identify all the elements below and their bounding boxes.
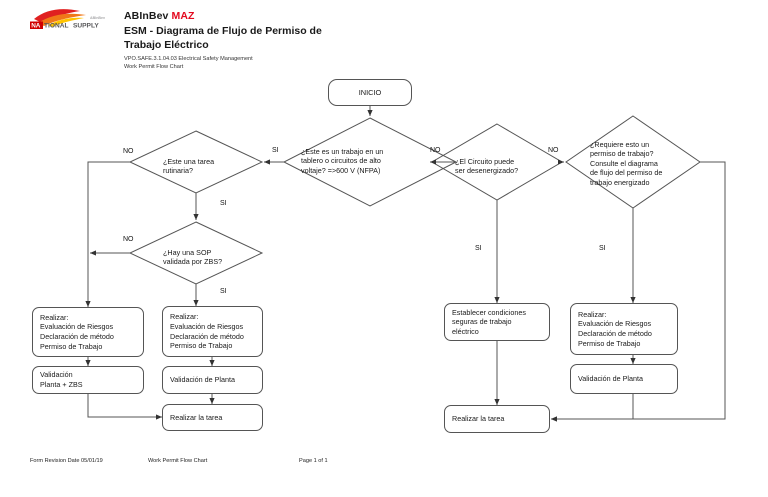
node-realizar-tarea-mid-label: Realizar la tarea: [170, 412, 223, 422]
node-inicio-label: INICIO: [358, 87, 382, 97]
company-suffix: MAZ: [171, 10, 195, 22]
edge-label-hv-no: NO: [430, 147, 441, 154]
edge-label-sop-no: NO: [123, 236, 134, 243]
svg-text:NA: NA: [31, 22, 41, 29]
node-validacion-planta-right[interactable]: Validación de Planta: [570, 364, 678, 394]
node-realizar-mid-label: Realizar: Evaluación de Riesgos Declarac…: [170, 312, 244, 351]
node-realizar-right-label: Realizar: Evaluación de Riesgos Declarac…: [578, 309, 652, 348]
diamond-permit-label: ¿Requiere esto un permiso de trabajo? Co…: [590, 140, 663, 187]
svg-text:ABInBev: ABInBev: [90, 16, 105, 20]
diamond-high-voltage: [282, 117, 458, 207]
node-realizar-tarea-mid[interactable]: Realizar la tarea: [162, 404, 263, 431]
node-validacion-planta-mid-label: Validación de Planta: [170, 375, 235, 385]
node-realizar-left[interactable]: Realizar: Evaluación de Riesgos Declarac…: [32, 307, 144, 357]
edge-label-deenergize-si: SI: [475, 245, 482, 252]
diamond-high-voltage-label: ¿Este es un trabajo en un tablero o circ…: [301, 147, 384, 175]
diamond-routine-label: ¿Este una tarea rutinaria?: [163, 157, 215, 176]
node-validacion-planta-right-label: Validación de Planta: [578, 374, 643, 384]
header-subtitle-2: Work Permit Flow Chart: [124, 64, 184, 70]
node-realizar-right[interactable]: Realizar: Evaluación de Riesgos Declarac…: [570, 303, 678, 355]
node-validacion-zbs-label: Validación Planta + ZBS: [40, 370, 83, 389]
svg-text:SUPPLY: SUPPLY: [73, 22, 99, 29]
node-condiciones-seguras[interactable]: Establecer condiciones seguras de trabaj…: [444, 303, 550, 341]
node-realizar-mid[interactable]: Realizar: Evaluación de Riesgos Declarac…: [162, 306, 263, 357]
company-label: ABInBev: [124, 10, 169, 22]
edge-label-sop-si: SI: [220, 288, 227, 295]
node-realizar-tarea-center[interactable]: Realizar la tarea: [444, 405, 550, 433]
node-realizar-tarea-center-label: Realizar la tarea: [452, 414, 505, 424]
edge-label-hv-si: SI: [272, 147, 279, 154]
edge-label-permit-si: SI: [599, 245, 606, 252]
node-condiciones-seguras-label: Establecer condiciones seguras de trabaj…: [452, 307, 526, 336]
footer-revision-date: Form Revision Date 05/01/19: [30, 458, 103, 464]
edge-label-routine-si: SI: [220, 200, 227, 207]
header-title-block: ABInBev MAZ ESM - Diagrama de Flujo de P…: [124, 10, 464, 71]
national-supply-logo: NA TIONAL SUPPLY ABInBev: [28, 6, 116, 32]
node-realizar-left-label: Realizar: Evaluación de Riesgos Declarac…: [40, 312, 114, 351]
edge-label-routine-no: NO: [123, 148, 134, 155]
node-validacion-zbs[interactable]: Validación Planta + ZBS: [32, 366, 144, 394]
footer-doc-name: Work Permit Flow Chart: [148, 458, 208, 464]
node-validacion-planta-mid[interactable]: Validación de Planta: [162, 366, 263, 394]
svg-text:TIONAL: TIONAL: [44, 22, 69, 29]
edge-label-deenergize-no: NO: [548, 147, 559, 154]
header-subtitle-1: VPO.SAFE.3.1.04.03 Electrical Safety Man…: [124, 56, 253, 62]
diamond-sop-label: ¿Hay una SOP validada por ZBS?: [163, 248, 223, 267]
company-name: ABInBev MAZ: [124, 10, 464, 23]
document-footer: Form Revision Date 05/01/19 Work Permit …: [0, 458, 768, 472]
footer-page-number: Page 1 of 1: [299, 458, 328, 464]
node-inicio[interactable]: INICIO: [328, 79, 412, 106]
page-title: ESM - Diagrama de Flujo de Permiso de Tr…: [124, 25, 322, 51]
diamond-deenergize-label: ¿El Circuito puede ser desenergizado?: [455, 157, 519, 176]
